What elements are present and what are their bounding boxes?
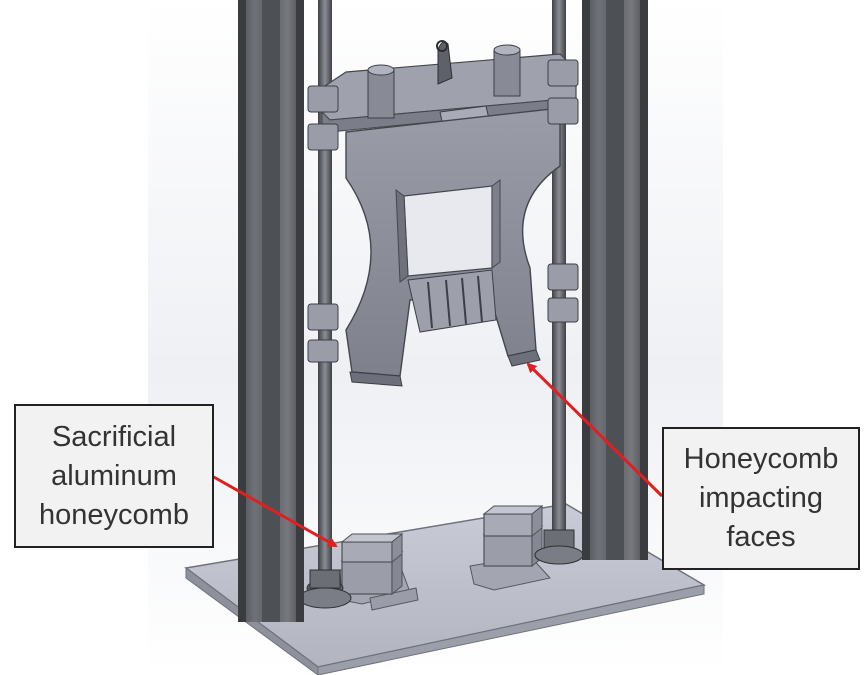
impactor-fins: [407, 269, 497, 333]
honeycomb-block-right: [469, 504, 551, 591]
callout-impacting-faces: Honeycomb impacting faces: [662, 427, 860, 570]
callout-left-line-2: aluminum: [51, 459, 177, 492]
callout-right-line-3: faces: [726, 521, 796, 553]
callout-left-line-1: Sacrificial: [51, 420, 177, 453]
arrow-to-impacting-faces: [526, 362, 664, 498]
drop-carriage: [307, 40, 579, 387]
arrow-to-honeycomb: [211, 474, 338, 548]
callout-sacrificial-honeycomb: Sacrificial aluminum honeycomb: [14, 404, 214, 548]
column-left: [238, 0, 304, 622]
column-right: [582, 0, 648, 560]
callout-left-line-3: honeycomb: [39, 498, 189, 531]
callout-right-line-2: impacting: [698, 482, 824, 514]
callout-right-line-1: Honeycomb: [683, 443, 839, 475]
